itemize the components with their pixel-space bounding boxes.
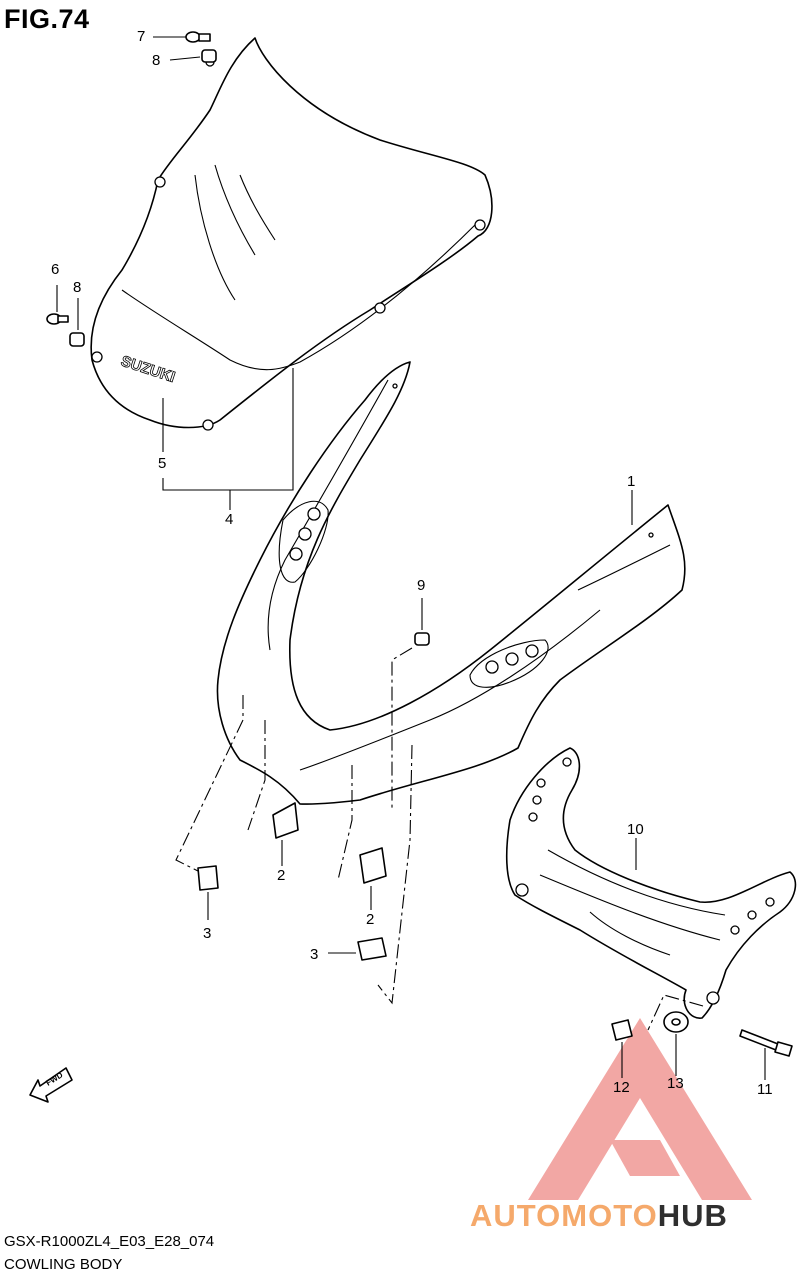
watermark-text-auto: AUTOMOTO: [470, 1198, 658, 1233]
windscreen-glare-2: [214, 164, 256, 256]
bracket-gusset: [589, 911, 671, 956]
bracket-mount-hole: [528, 812, 538, 822]
upper-cowling-outline: [216, 361, 686, 805]
callout-2b: 2: [366, 911, 375, 928]
spacer-3-right: [357, 937, 387, 961]
callout-7: 7: [137, 28, 146, 45]
callout-1: 1: [627, 473, 636, 490]
windscreen-glare-3: [239, 174, 276, 241]
upper-cowling-screw-hole: [648, 532, 654, 538]
upper-cowling-air-duct-left: [278, 500, 329, 583]
callout-9: 9: [417, 577, 426, 594]
watermark-inner-stroke: [610, 1140, 680, 1176]
callout-12: 12: [613, 1079, 630, 1096]
cowling-bracket: [505, 747, 797, 1019]
upper-cowling-air-duct-right: [469, 639, 549, 688]
windscreen: SUZUKI: [90, 37, 493, 431]
windscreen-mount-hole: [154, 176, 166, 188]
screw-6-left: [46, 313, 69, 325]
nut-9: [414, 632, 430, 646]
bracket-outline: [505, 747, 797, 1019]
callout-2a: 2: [277, 867, 286, 884]
upper-cowling-vent: [307, 507, 321, 521]
callout-3a: 3: [203, 925, 212, 942]
watermark-text-hub: HUB: [658, 1198, 728, 1233]
bracket-crossbar: [539, 874, 721, 941]
spacer-3-left: [197, 865, 219, 891]
upper-cowling-vent: [289, 547, 303, 561]
upper-cowling-crease: [299, 609, 601, 771]
callout-8b: 8: [73, 279, 82, 296]
watermark-text: AUTOMOTOHUB: [470, 1198, 728, 1233]
callout-3b: 3: [310, 946, 319, 963]
upper-cowling-vent: [505, 652, 519, 666]
grommet-13: [663, 1011, 689, 1033]
upper-cowling-vent: [525, 644, 539, 658]
upper-cowling-crease: [577, 544, 671, 591]
bracket-mount-hole: [515, 883, 529, 897]
windscreen-mount-hole: [474, 219, 486, 231]
section-name-label: COWLING BODY: [4, 1256, 123, 1273]
forward-direction-arrow: FWD: [29, 1067, 73, 1103]
nut-8-left: [69, 332, 85, 347]
upper-cowling-vent: [298, 527, 312, 541]
callout-5: 5: [158, 455, 167, 472]
bracket-mount-hole: [706, 991, 720, 1005]
windscreen-upper-rim: [121, 221, 479, 371]
windscreen-glare-1: [194, 174, 236, 301]
windscreen-mount-hole: [374, 302, 386, 314]
upper-cowling: [216, 361, 686, 805]
figure-title: FIG.74: [4, 4, 90, 34]
callout-4: 4: [225, 511, 234, 528]
automotohub-watermark-logo: [528, 1018, 752, 1200]
bracket-mount-hole: [747, 910, 757, 920]
callout-6: 6: [51, 261, 60, 278]
callout-13: 13: [667, 1075, 684, 1092]
bolt-11: [739, 1029, 793, 1057]
bracket-mount-hole: [562, 757, 572, 767]
bracket-mount-hole: [765, 897, 775, 907]
callout-8a: 8: [152, 52, 161, 69]
model-code-label: GSX-R1000ZL4_E03_E28_074: [4, 1233, 215, 1250]
callout-11: 11: [757, 1081, 773, 1098]
upper-cowling-vent: [485, 660, 499, 674]
grommet-2-left: [272, 802, 299, 839]
screw-7-top: [185, 31, 211, 43]
bracket-mount-hole: [532, 795, 542, 805]
nut-8-top: [201, 49, 217, 63]
upper-cowling-screw-hole: [392, 383, 398, 389]
bracket-mount-hole: [536, 778, 546, 788]
callout-10: 10: [627, 821, 644, 838]
upper-cowling-crease: [267, 379, 389, 651]
windscreen-mount-hole: [91, 351, 103, 363]
watermark-triangle: [528, 1018, 752, 1200]
grommet-2-right: [359, 847, 387, 884]
bracket-mount-hole: [730, 925, 740, 935]
collar-12: [611, 1019, 633, 1041]
bracket-crossbar: [547, 849, 726, 916]
windscreen-mount-hole: [202, 419, 214, 431]
